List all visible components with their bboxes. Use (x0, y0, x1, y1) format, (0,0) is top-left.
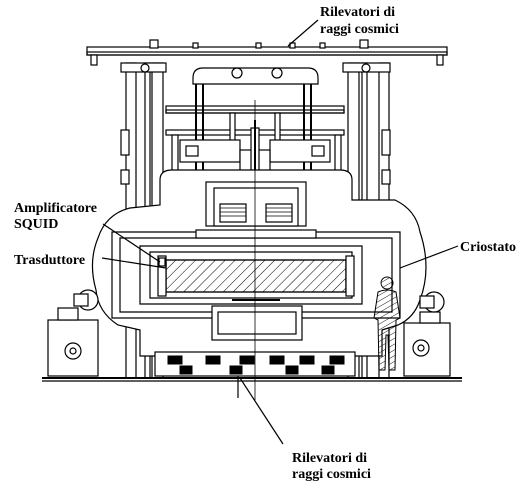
transducer-label: Trasduttore (14, 253, 85, 268)
cosmic-top-label-line1: Rilevatori di (320, 5, 395, 20)
left-pump (47, 289, 99, 377)
human-figure (373, 276, 401, 371)
top-cosmic-ray-frame (86, 39, 448, 66)
cosmic-bottom-label-line2: raggi cosmici (292, 467, 371, 482)
leader-lines (101, 19, 459, 445)
right-pump (403, 291, 451, 377)
base-floor (42, 100, 462, 400)
amplifier-label-line2: SQUID (14, 217, 58, 232)
cosmic-top-label-line2: raggi cosmici (320, 22, 399, 37)
amplifier-label-line1: Amplificatore (14, 201, 97, 216)
cosmic-bottom-label-line1: Rilevatori di (292, 451, 367, 466)
transducer-antenna (157, 255, 355, 341)
cryostat-label: Criostato (460, 240, 516, 255)
